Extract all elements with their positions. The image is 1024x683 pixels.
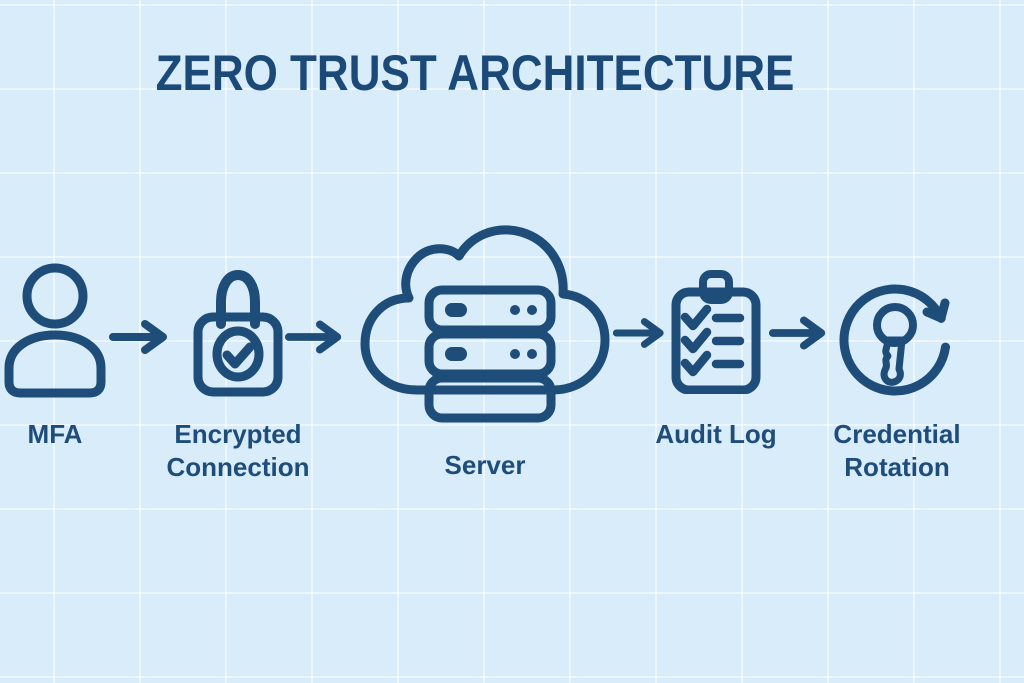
flow-arrow-1 [109, 320, 167, 354]
node-credential-rotation: Credential Rotation [817, 276, 977, 484]
key-head [873, 303, 917, 347]
node-server: Server [345, 210, 625, 482]
flow-arrow-4 [768, 316, 826, 350]
lock-check-icon [193, 270, 283, 397]
checklist-row-1 [680, 304, 745, 331]
key-stem [880, 336, 906, 386]
node-label-server: Server [444, 450, 526, 480]
key-rotation-icon [839, 284, 950, 396]
node-mfa: MFA [0, 263, 125, 451]
user-icon [4, 263, 106, 398]
node-label-encrypted-connection: Encrypted Connection [166, 419, 310, 482]
node-label-credential-rotation: Credential Rotation [833, 419, 961, 482]
rotation-arrow-head [922, 298, 950, 323]
flow-arrow-2 [284, 320, 342, 354]
server-rack-middle [424, 329, 556, 379]
node-label-mfa: MFA [27, 419, 83, 449]
node-audit-log: Audit Log [651, 268, 781, 451]
server-rack-bottom [424, 373, 556, 423]
clipboard-checklist-icon [671, 270, 761, 394]
checklist-row-3 [680, 350, 745, 377]
cloud-server-icon [360, 225, 610, 423]
server-rack-top [424, 285, 556, 335]
flow-arrow-3 [612, 318, 664, 348]
node-encrypted-connection: Encrypted Connection [158, 262, 318, 484]
rotation-arrow-ring [839, 284, 950, 396]
page-title: ZERO TRUST ARCHITECTURE [155, 45, 795, 101]
checklist-row-2 [680, 327, 745, 354]
node-label-audit-log: Audit Log [655, 419, 777, 449]
